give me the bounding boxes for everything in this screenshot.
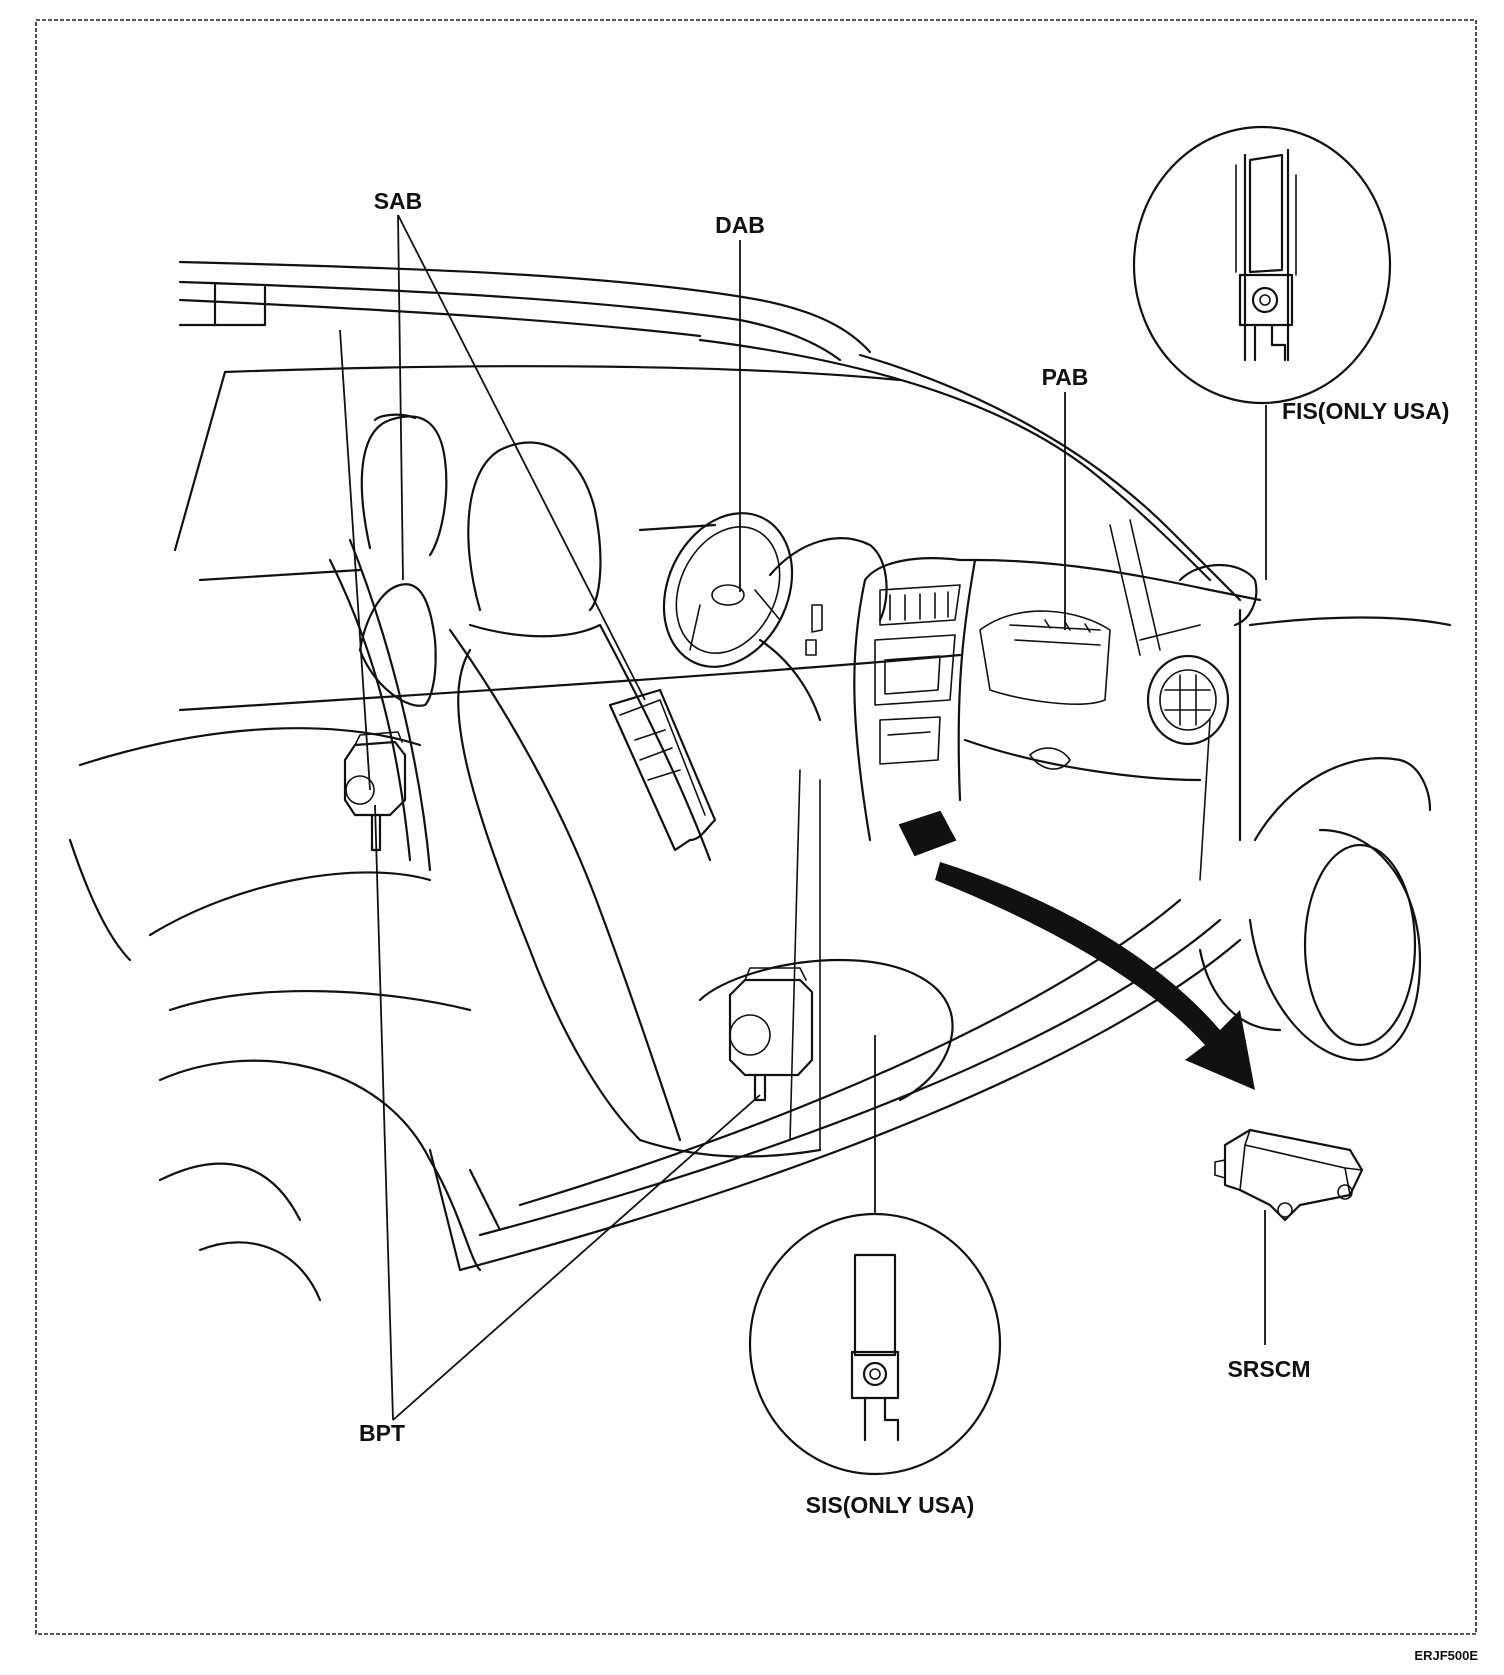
figure-code: ERJF500E bbox=[1414, 1648, 1478, 1663]
srscm-location-arrow bbox=[935, 862, 1255, 1090]
passenger-airbag-module bbox=[979, 610, 1111, 705]
vehicle-body bbox=[68, 260, 1452, 1302]
label-srscm: SRSCM bbox=[1227, 1356, 1310, 1382]
steering-wheel bbox=[662, 512, 794, 668]
figure-frame bbox=[35, 19, 1477, 1635]
srscm-module bbox=[1214, 1128, 1364, 1222]
driver-airbag-hub bbox=[711, 584, 745, 606]
label-dab: DAB bbox=[715, 212, 765, 238]
label-bpt: BPT bbox=[359, 1420, 405, 1446]
label-sis: SIS(ONLY USA) bbox=[806, 1492, 975, 1518]
fis-detail-callout bbox=[1132, 125, 1392, 405]
label-sab: SAB bbox=[374, 188, 423, 214]
label-pab: PAB bbox=[1042, 364, 1089, 390]
leader-lines bbox=[339, 214, 1267, 1421]
dashboard bbox=[662, 512, 1262, 857]
front-seat bbox=[328, 413, 954, 1158]
belt-pretensioner-front bbox=[728, 967, 814, 1102]
sis-detail-callout bbox=[748, 1212, 1002, 1476]
label-fis: FIS(ONLY USA) bbox=[1282, 398, 1449, 424]
srscm-mount-location bbox=[898, 810, 957, 857]
